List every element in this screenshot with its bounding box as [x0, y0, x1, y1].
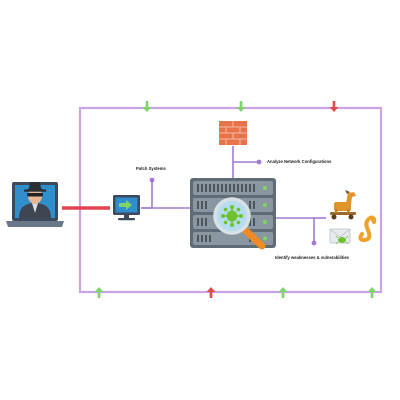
connector-lines	[141, 146, 326, 242]
arrow-up-green-2	[278, 287, 288, 298]
patch-systems-label: Patch Systems	[136, 166, 166, 171]
identify-connector-dot	[311, 240, 317, 246]
arrow-up-green-1	[94, 287, 104, 298]
arrow-down-green-1	[142, 101, 152, 112]
arrow-down-red-1	[329, 101, 339, 112]
patch-connector-dot	[149, 177, 155, 183]
analyze-network-label: Analyze Network Configurations	[267, 159, 332, 164]
virus-icon	[221, 205, 243, 227]
patch-monitor-icon	[113, 195, 140, 221]
arrow-up-green-3	[367, 287, 377, 298]
firewall-icon	[219, 121, 247, 145]
arrow-up-red-1	[206, 287, 216, 298]
trojan-horse-icon	[330, 190, 356, 220]
identify-weaknesses-label: Identify weaknesses & vulnerabilities	[275, 255, 350, 260]
analyze-connector-dot	[256, 159, 262, 165]
hacker-laptop-icon	[6, 182, 64, 227]
worm-icon	[358, 215, 377, 243]
email-bug-icon	[329, 228, 351, 245]
arrow-down-green-2	[236, 101, 246, 112]
network-boundary	[78, 106, 383, 294]
